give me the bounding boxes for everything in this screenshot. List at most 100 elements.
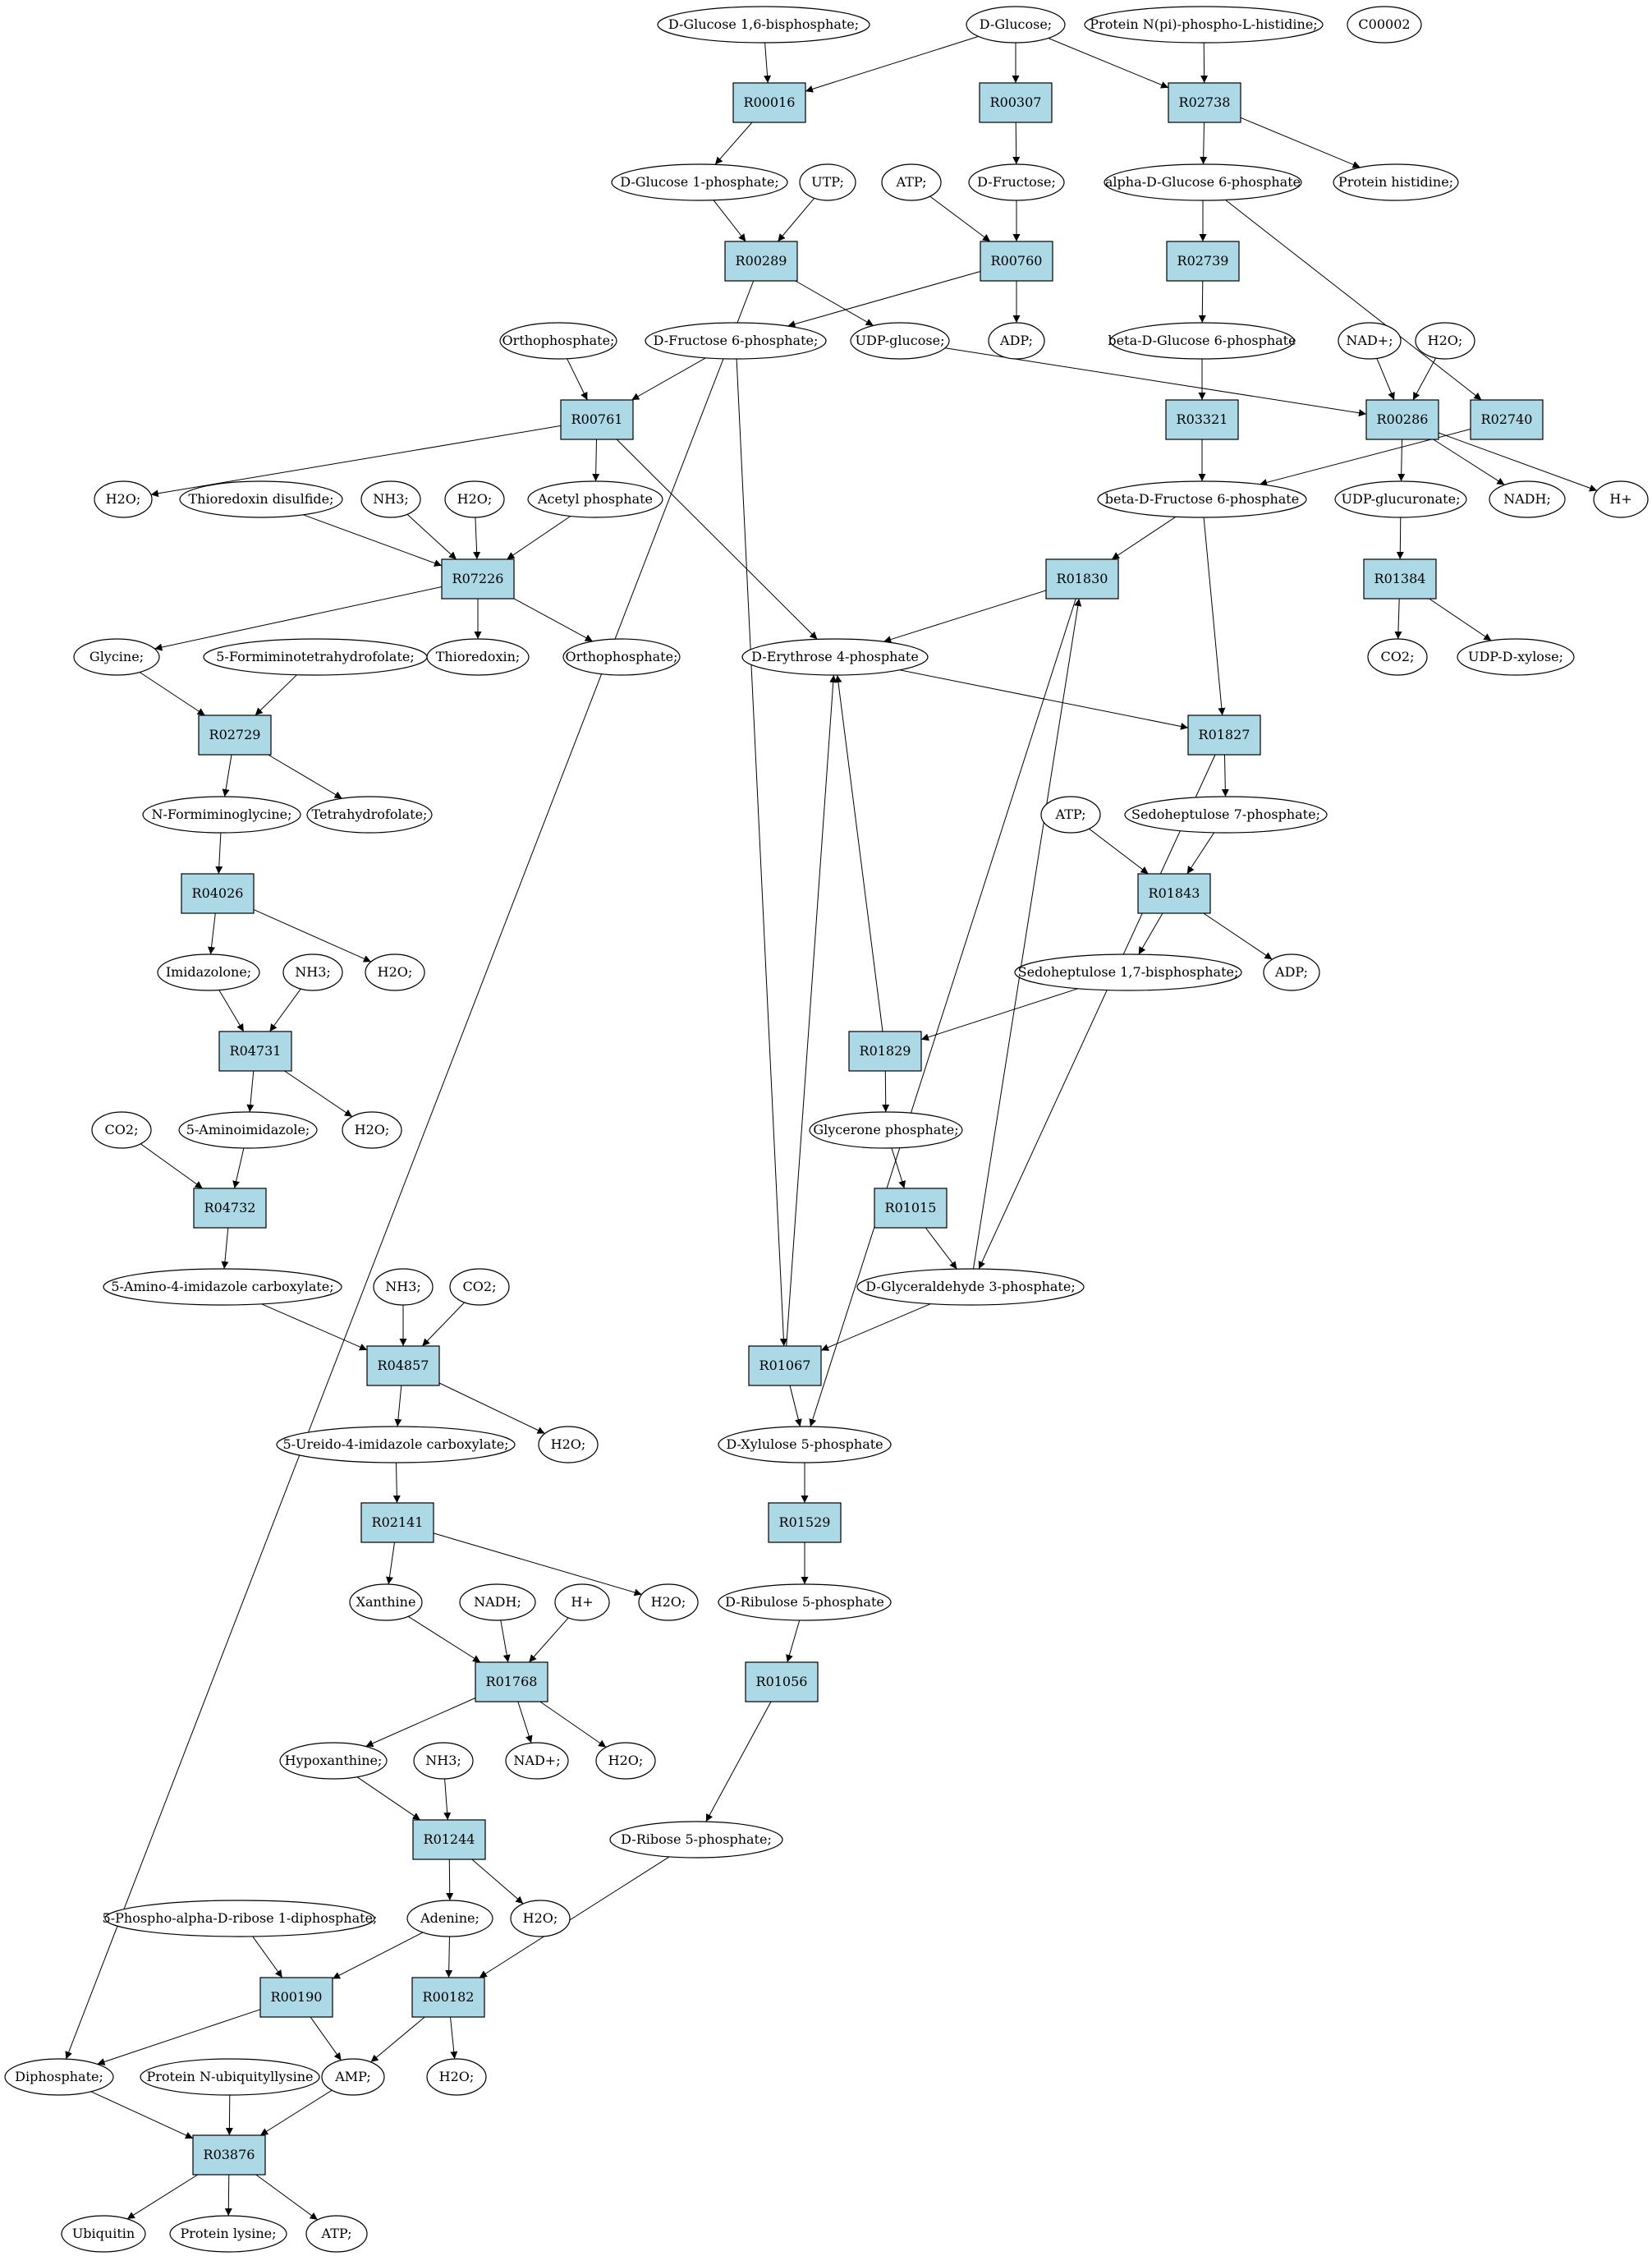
compound-node[interactable]: H2O; (1415, 322, 1475, 360)
compound-node[interactable]: H2O; (538, 1426, 599, 1463)
compound-node[interactable]: D-Glucose 1,6-bisphosphate; (657, 6, 870, 44)
reaction-node-r00761[interactable]: R00761 (560, 399, 634, 440)
compound-node[interactable]: Sedoheptulose 7-phosphate; (1124, 796, 1328, 834)
compound-node[interactable]: Orthophosphate; (499, 322, 617, 360)
reaction-node-r04026[interactable]: R04026 (181, 873, 255, 914)
compound-node[interactable]: D-Fructose; (968, 163, 1065, 201)
compound-node[interactable]: NH3; (373, 1268, 434, 1306)
compound-node[interactable]: Glycine; (73, 638, 160, 676)
reaction-node-r00307[interactable]: R00307 (979, 82, 1053, 123)
reaction-node-r01056[interactable]: R01056 (745, 1661, 819, 1702)
compound-node[interactable]: 5-Amino-4-imidazole carboxylate; (103, 1268, 342, 1306)
reaction-node-r01067[interactable]: R01067 (748, 1345, 822, 1386)
compound-node[interactable]: 5-Phospho-alpha-D-ribose 1-diphosphate; (103, 1900, 378, 1937)
reaction-node-r00760[interactable]: R00760 (980, 241, 1053, 282)
compound-node[interactable]: 5-Aminoimidazole; (178, 1111, 318, 1149)
compound-node[interactable]: Tetrahydrofolate; (306, 796, 433, 834)
compound-node[interactable]: D-Ribose 5-phosphate; (609, 1821, 783, 1859)
reaction-node-r00190[interactable]: R00190 (259, 1977, 333, 2018)
reaction-node-r01384[interactable]: R01384 (1363, 558, 1437, 600)
reaction-node-r04857[interactable]: R04857 (366, 1345, 440, 1386)
compound-node[interactable]: Protein histidine; (1333, 163, 1459, 201)
compound-node[interactable]: AMP; (321, 2058, 385, 2096)
compound-node[interactable]: C00002 (1347, 6, 1422, 44)
compound-node[interactable]: Glycerone phosphate; (809, 1111, 963, 1149)
compound-node[interactable]: Thioredoxin; (426, 638, 530, 676)
reaction-node-r02740[interactable]: R02740 (1470, 399, 1544, 440)
compound-node[interactable]: Orthophosphate; (562, 638, 681, 676)
reaction-node-r01015[interactable]: R01015 (874, 1188, 948, 1229)
reaction-node-r01244[interactable]: R01244 (412, 1819, 486, 1860)
compound-node[interactable]: UTP; (799, 163, 856, 201)
reaction-node-r01843[interactable]: R01843 (1137, 873, 1211, 914)
compound-node[interactable]: NH3; (413, 1742, 474, 1780)
compound-node[interactable]: CO2; (1367, 638, 1428, 676)
reaction-node-r02739[interactable]: R02739 (1166, 241, 1240, 282)
reaction-node-r03321[interactable]: R03321 (1165, 399, 1239, 440)
compound-node[interactable]: Thioredoxin disulfide; (179, 480, 343, 518)
compound-node[interactable]: NAD+; (1338, 322, 1402, 360)
compound-node[interactable]: D-Ribulose 5-phosphate (718, 1583, 892, 1621)
compound-node[interactable]: Acetyl phosphate (527, 480, 663, 518)
reaction-node-r01827[interactable]: R01827 (1187, 714, 1261, 756)
reaction-node-r03876[interactable]: R03876 (192, 2134, 266, 2176)
compound-node[interactable]: Diphosphate; (4, 2058, 114, 2096)
compound-node[interactable]: Imidazolone; (157, 953, 260, 991)
compound-node[interactable]: H+ (1593, 480, 1649, 518)
reaction-node-r02141[interactable]: R02141 (360, 1502, 434, 1543)
compound-node[interactable]: 5-Ureido-4-imidazole carboxylate; (276, 1426, 516, 1463)
compound-node[interactable]: H2O; (365, 953, 425, 991)
reaction-node-r00286[interactable]: R00286 (1365, 399, 1439, 440)
compound-node[interactable]: Hypoxanthine; (279, 1742, 388, 1780)
compound-node[interactable]: NADH; (1489, 480, 1566, 518)
reaction-node-r04732[interactable]: R04732 (193, 1188, 267, 1229)
compound-node[interactable]: CO2; (91, 1111, 152, 1149)
reaction-node-r04731[interactable]: R04731 (218, 1031, 292, 1072)
compound-node[interactable]: ADP; (1263, 953, 1320, 991)
compound-node[interactable]: Protein lysine; (169, 2215, 287, 2253)
compound-node[interactable]: H2O; (444, 480, 505, 518)
compound-node[interactable]: Ubiquitin (61, 2215, 146, 2253)
compound-node[interactable]: Protein N(pi)-phospho-L-histidine; (1084, 6, 1324, 44)
compound-node[interactable]: Sedoheptulose 1,7-bisphosphate; (1014, 953, 1242, 991)
compound-node[interactable]: beta-D-Glucose 6-phosphate (1108, 322, 1296, 360)
compound-node[interactable]: NH3; (360, 480, 421, 518)
compound-node[interactable]: alpha-D-Glucose 6-phosphate (1104, 163, 1302, 201)
compound-node[interactable]: Adenine; (406, 1900, 493, 1937)
compound-node[interactable]: 5-Formiminotetrahydrofolate; (203, 638, 428, 676)
compound-node[interactable]: D-Glucose; (966, 6, 1066, 44)
compound-node[interactable]: NAD+; (505, 1742, 569, 1780)
compound-node[interactable]: H2O; (426, 2058, 487, 2096)
reaction-node-r01768[interactable]: R01768 (475, 1661, 548, 1702)
compound-node[interactable]: H2O; (595, 1742, 656, 1780)
compound-node[interactable]: CO2; (449, 1268, 510, 1306)
compound-node[interactable]: H+ (554, 1583, 610, 1621)
reaction-node-r00289[interactable]: R00289 (724, 241, 798, 282)
compound-node[interactable]: ATP; (1040, 796, 1101, 834)
compound-node[interactable]: UDP-D-xylose; (1457, 638, 1575, 676)
reaction-node-r01830[interactable]: R01830 (1045, 558, 1119, 600)
compound-node[interactable]: ADP; (988, 322, 1045, 360)
compound-node[interactable]: H2O; (510, 1900, 571, 1937)
reaction-node-r02738[interactable]: R02738 (1168, 82, 1241, 123)
compound-node[interactable]: ATP; (305, 2215, 368, 2253)
compound-node[interactable]: D-Glyceraldehyde 3-phosphate; (856, 1268, 1085, 1306)
compound-node[interactable]: H2O; (342, 1111, 402, 1149)
compound-node[interactable]: D-Xylulose 5-phosphate (718, 1426, 892, 1463)
compound-node[interactable]: D-Erythrose 4-phosphate (741, 638, 929, 676)
reaction-node-r07226[interactable]: R07226 (441, 558, 515, 600)
compound-node[interactable]: NH3; (282, 953, 343, 991)
reaction-node-r02729[interactable]: R02729 (198, 714, 272, 756)
compound-node[interactable]: ATP; (881, 163, 942, 201)
compound-node[interactable]: D-Fructose 6-phosphate; (645, 322, 827, 360)
compound-node[interactable]: UDP-glucuronate; (1334, 480, 1467, 518)
compound-node[interactable]: Protein N-ubiquityllysine (140, 2058, 320, 2096)
compound-node[interactable]: UDP-glucose; (850, 322, 950, 360)
reaction-node-r01829[interactable]: R01829 (848, 1031, 922, 1072)
compound-node[interactable]: NADH; (459, 1583, 536, 1621)
compound-node[interactable]: N-Formiminoglycine; (142, 796, 301, 834)
compound-node[interactable]: beta-D-Fructose 6-phosphate (1097, 480, 1307, 518)
compound-node[interactable]: Xanthine (349, 1583, 423, 1621)
compound-node[interactable]: H2O; (94, 480, 153, 518)
reaction-node-r01529[interactable]: R01529 (768, 1502, 842, 1543)
